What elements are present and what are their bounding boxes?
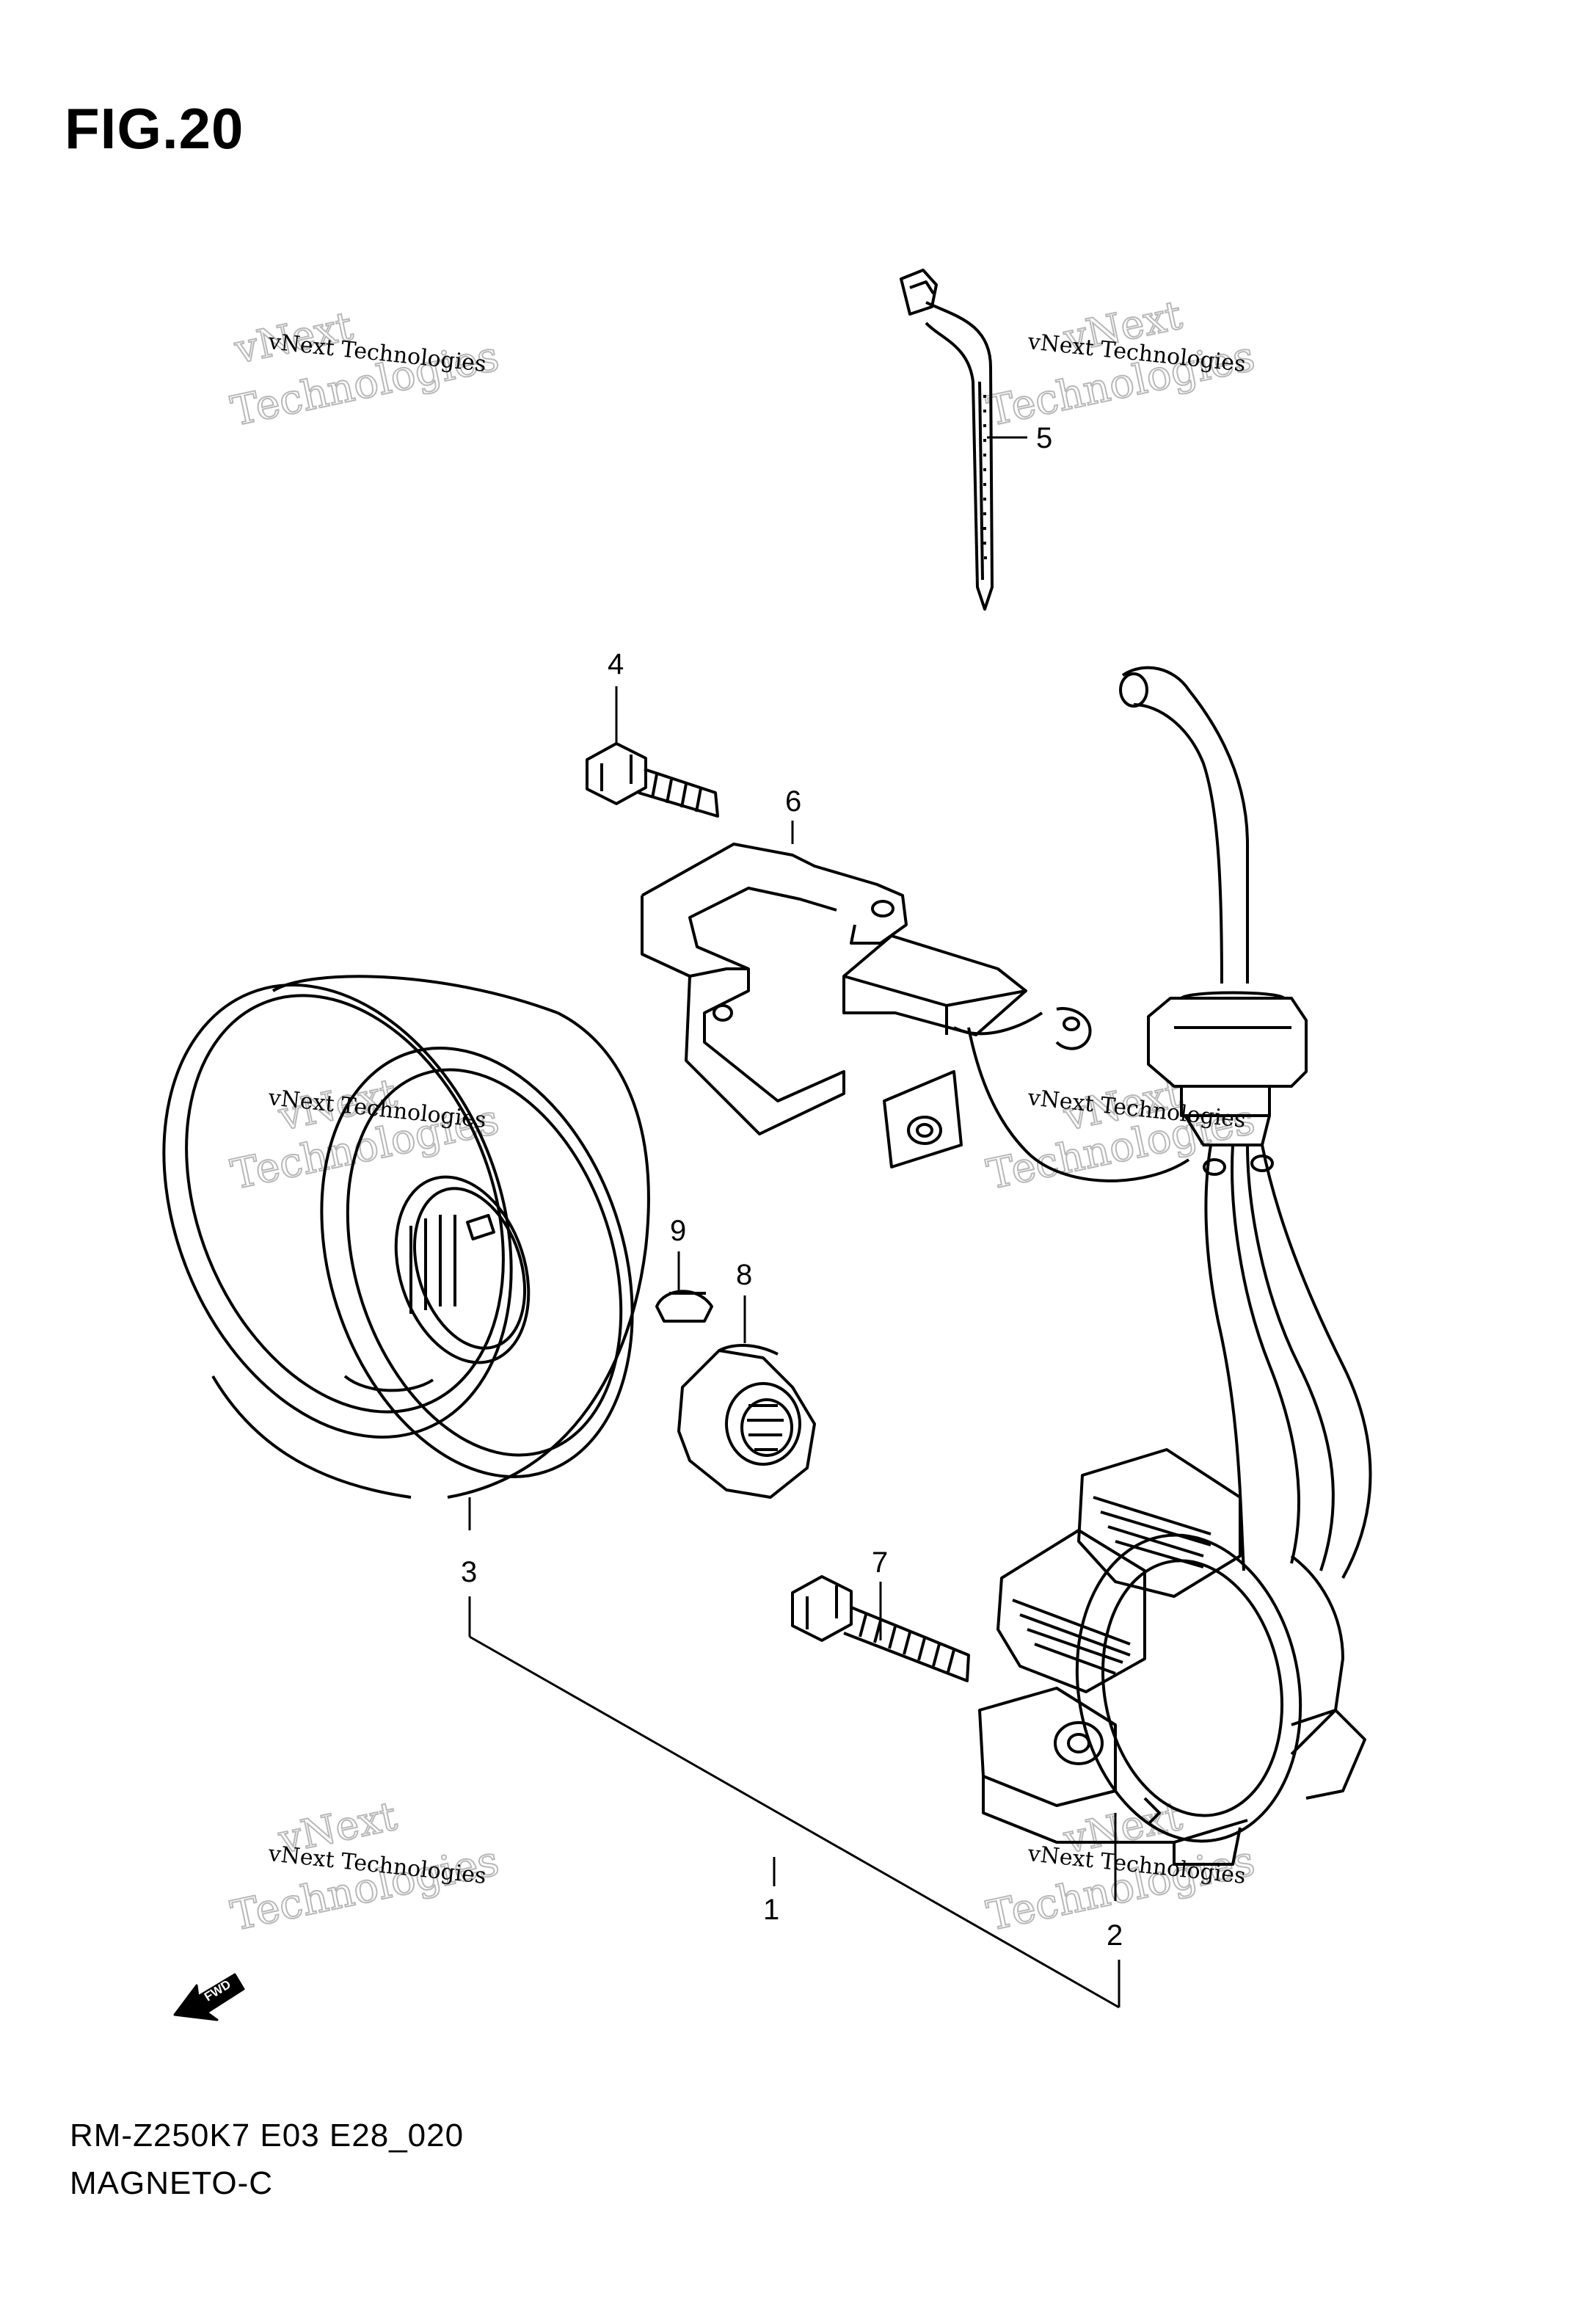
figure-title: FIG.20: [65, 96, 244, 161]
part-nut: [677, 1344, 816, 1499]
leader-lines: [468, 436, 1121, 2009]
part-bolt-7: [791, 1575, 970, 1682]
callout-9: 9: [670, 1215, 686, 1247]
callout-3: 3: [461, 1556, 477, 1588]
part-cable-tie: [900, 269, 994, 611]
part-key: [655, 1290, 713, 1323]
callout-labels: 1 2 3 4 5 6 7 8 9: [461, 422, 1123, 1952]
model-code: RM-Z250K7 E03 E28_020: [70, 2117, 464, 2153]
callout-5: 5: [1036, 422, 1052, 454]
fwd-arrow-icon: FWD: [173, 1973, 245, 2021]
section-name: MAGNETO-C: [70, 2165, 274, 2201]
part-bolt-4: [586, 742, 719, 818]
part-stator: [978, 1448, 1366, 1866]
callout-8: 8: [736, 1259, 752, 1291]
callout-6: 6: [785, 785, 801, 818]
part-bracket: [641, 843, 908, 1135]
callout-7: 7: [872, 1546, 888, 1579]
callout-1: 1: [763, 1894, 779, 1926]
part-rotor: [162, 975, 650, 1499]
callout-4: 4: [608, 648, 624, 680]
callout-2: 2: [1107, 1919, 1123, 1952]
